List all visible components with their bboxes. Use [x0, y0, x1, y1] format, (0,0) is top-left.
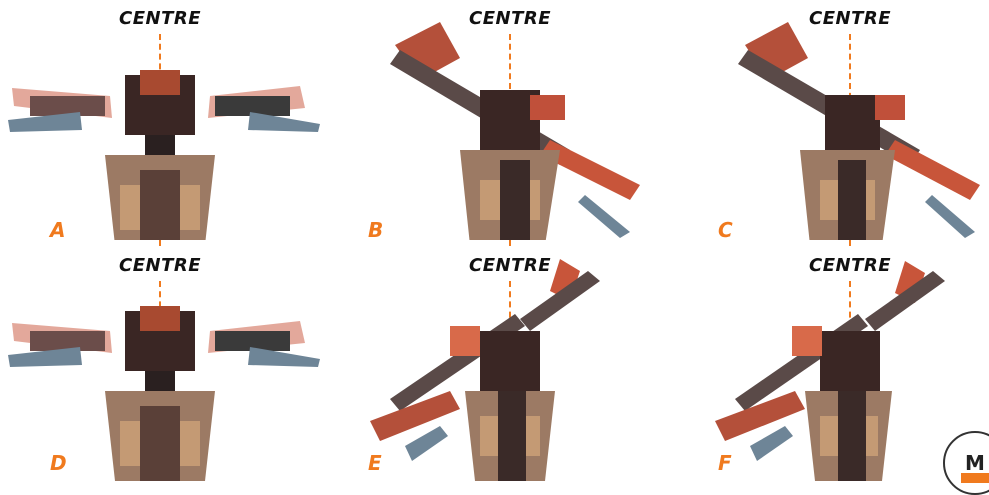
panel-letter: E	[368, 451, 382, 475]
motorcycle-front-view	[0, 241, 329, 481]
panel-letter: B	[368, 218, 383, 242]
badge-mark: M	[965, 451, 985, 475]
panel-letter: F	[718, 451, 732, 475]
motorcycle-front-view	[670, 0, 989, 240]
motorcycle-front-view	[670, 241, 989, 481]
panel-c: CENTRE C	[670, 0, 989, 240]
panel-d: CENTRE D	[0, 241, 329, 481]
panel-letter: D	[50, 451, 67, 475]
motorcycle-front-view	[330, 241, 659, 481]
motorcycle-front-view	[330, 0, 659, 240]
badge-bar	[961, 473, 989, 483]
badge-arc-text: AUSTRA	[951, 431, 981, 442]
motorcycle-front-view	[0, 0, 329, 240]
panel-e: CENTRE E	[330, 241, 659, 481]
panel-letter: C	[718, 218, 733, 242]
panel-b: CENTRE B	[330, 0, 659, 240]
panel-f: CENTRE F AUSTRA M	[670, 241, 989, 481]
panel-letter: A	[50, 218, 65, 242]
panel-a: CENTRE A	[0, 0, 329, 240]
